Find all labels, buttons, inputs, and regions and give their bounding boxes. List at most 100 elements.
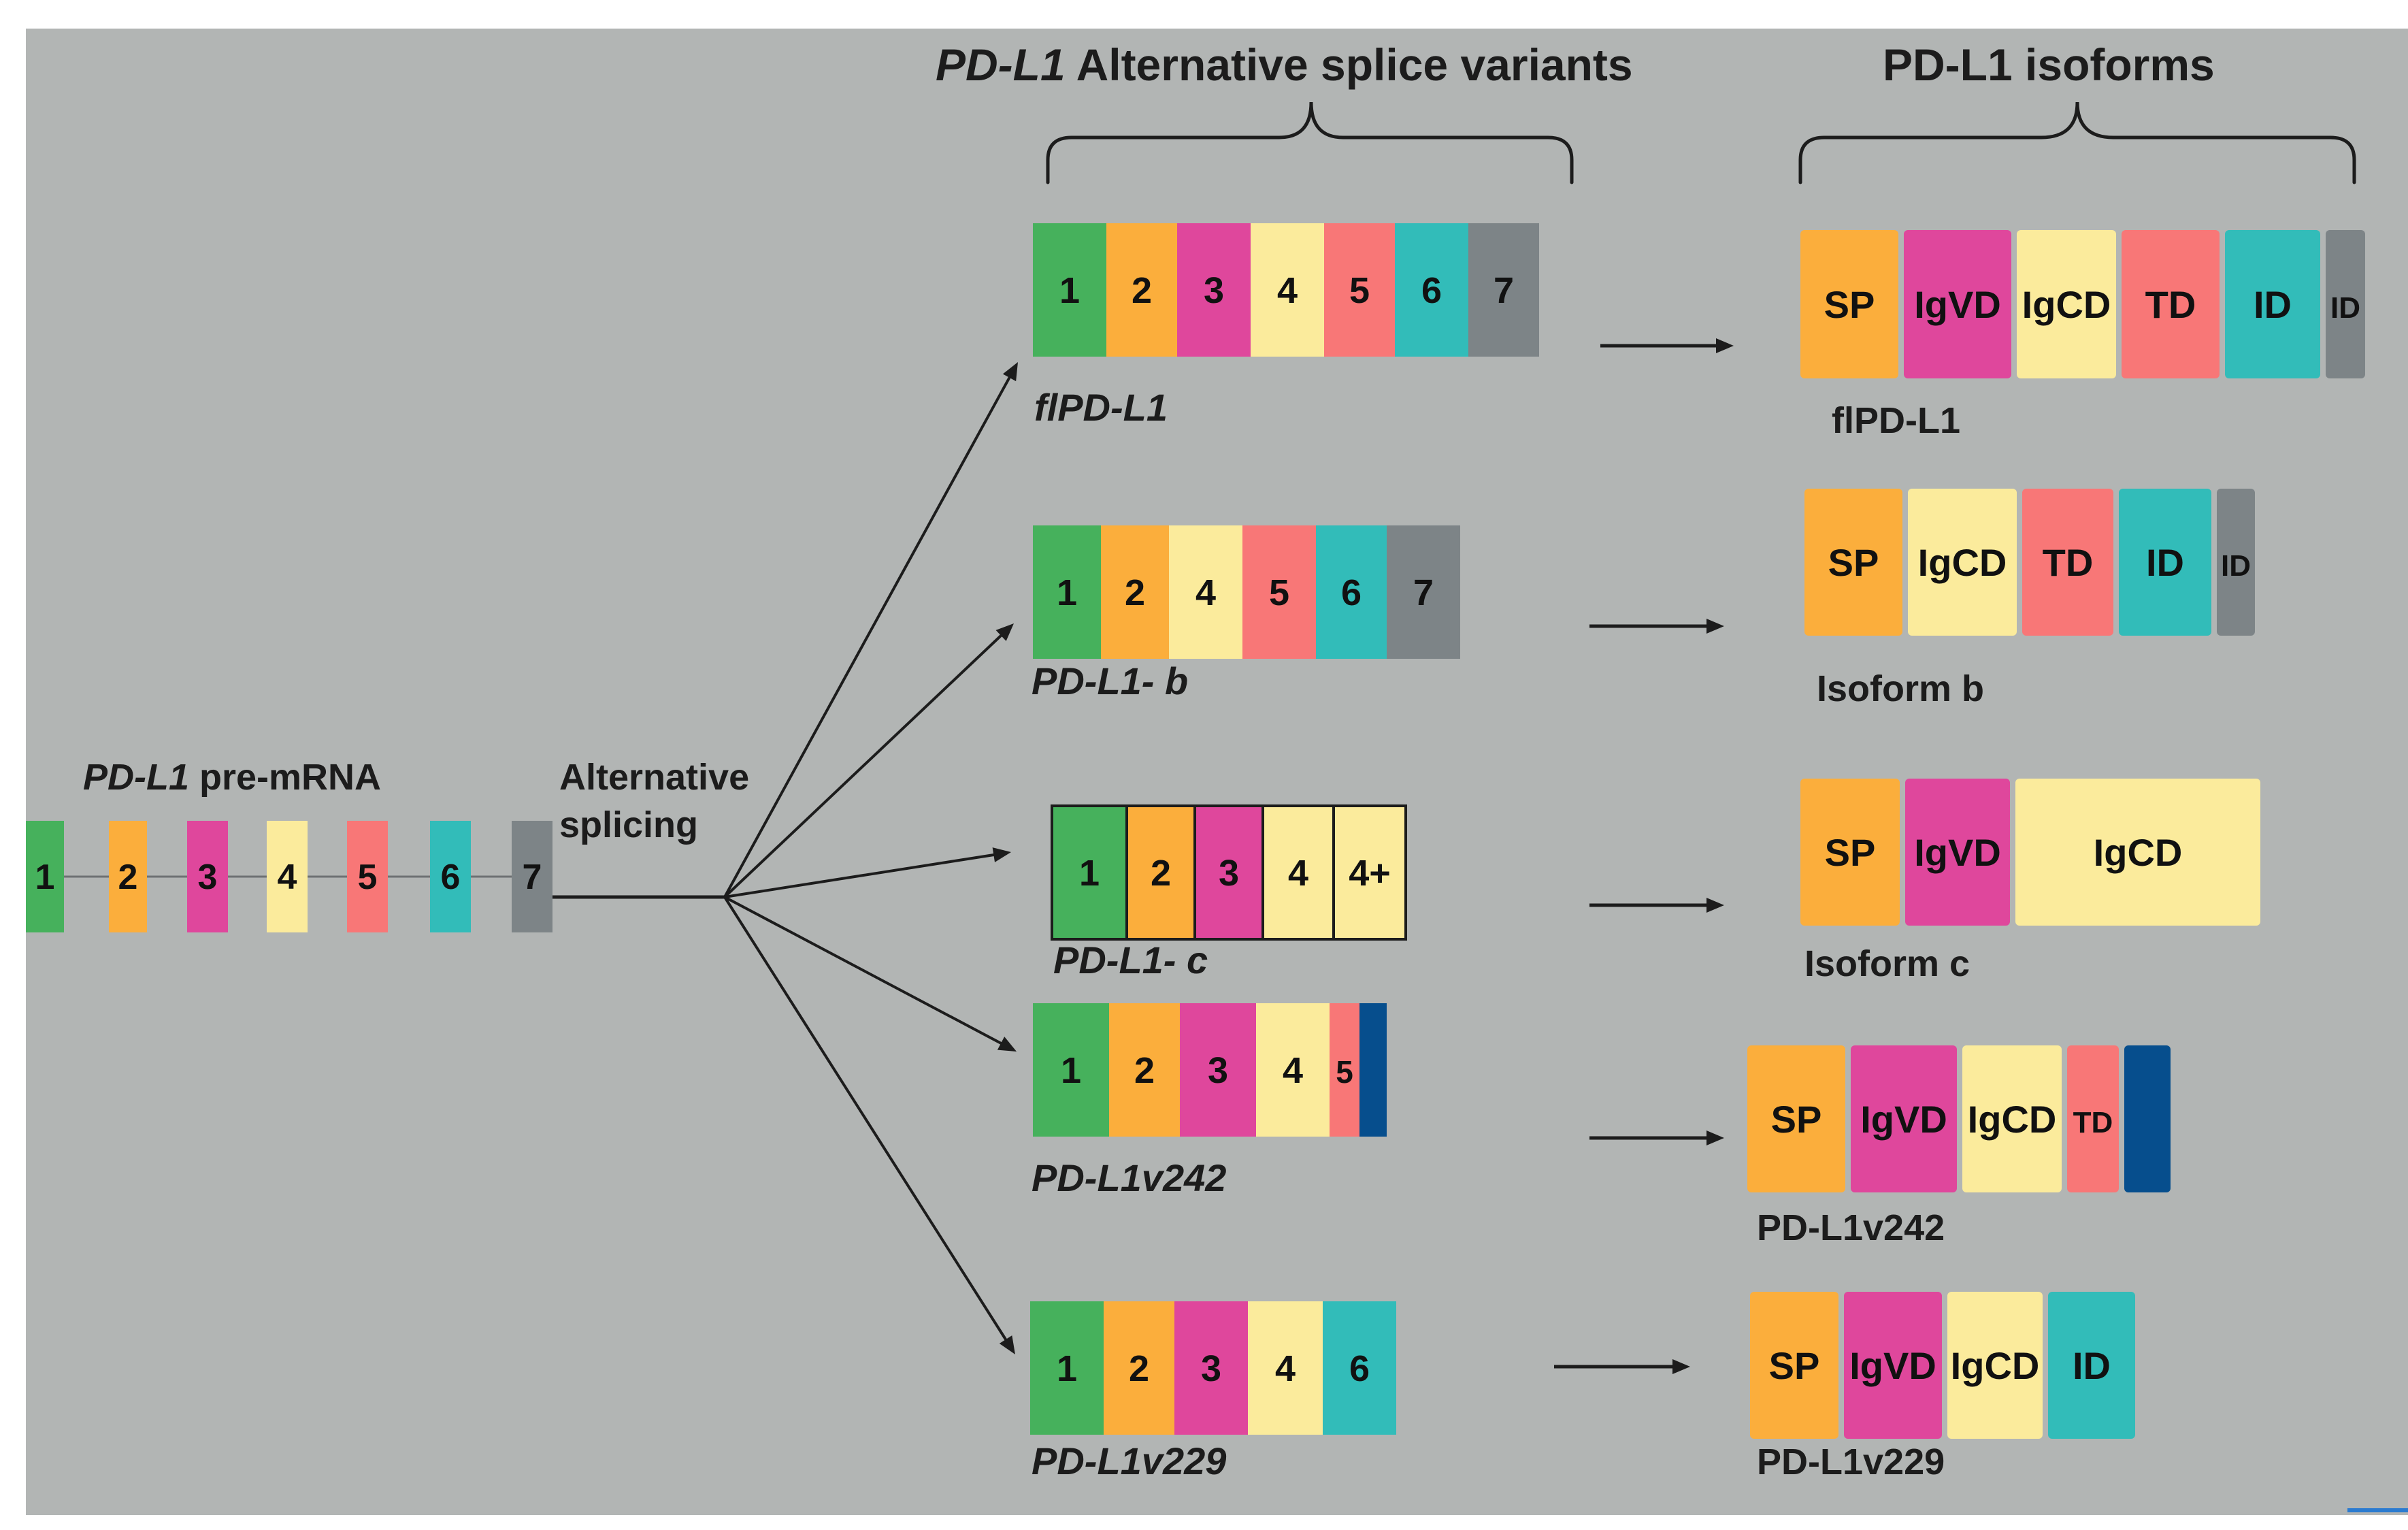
variants-header-gene: PD-L1 — [936, 39, 1066, 90]
isoform-name: PD-L1v242 — [1757, 1207, 1945, 1248]
isoform-domain-label: SP — [1769, 1344, 1820, 1387]
premrna-exon-2 — [109, 821, 147, 932]
isoform-domain-sp — [1747, 1045, 1845, 1192]
premrna-exon-label: 2 — [118, 858, 138, 897]
isoform-domain-td — [2067, 1045, 2119, 1192]
variant-exon-label: 6 — [1341, 572, 1362, 613]
splicing-label-line1: Alternative — [559, 757, 749, 798]
splice-arrow-4-head — [999, 1335, 1015, 1354]
variant-exon-label: 4 — [1283, 1050, 1303, 1091]
isoform-domain-label: IgCD — [1951, 1344, 2040, 1387]
splicing-label-line2: splicing — [559, 804, 698, 845]
premrna-exon-label: 1 — [35, 858, 55, 897]
variant-exon-label: 1 — [1059, 270, 1080, 311]
premrna-rest: pre-mRNA — [189, 757, 381, 798]
isoforms-header: PD-L1 isoforms — [1883, 39, 2215, 90]
variant-exon-label: 6 — [1349, 1348, 1370, 1389]
premrna-exon-label: 3 — [198, 858, 218, 897]
variant-exon-6 — [1316, 525, 1387, 659]
variant-name: flPD-L1 — [1034, 386, 1168, 429]
isoform-domain-label: ID — [2221, 549, 2251, 583]
isoform-domain-label: IgCD — [2022, 283, 2111, 326]
row-arrow-4-head — [1672, 1359, 1690, 1374]
variant-exon-label: 5 — [1336, 1054, 1353, 1090]
variant-exon-4 — [1248, 1301, 1323, 1435]
isoform-domain-igvd — [1904, 230, 2011, 378]
variant-exon-label: 1 — [1061, 1050, 1081, 1091]
isoform-domain-label: ID — [2146, 541, 2184, 584]
variant-exon-label: 7 — [1413, 572, 1434, 613]
isoform-name: Isoform c — [1804, 943, 1970, 984]
variant-exon-label: 3 — [1208, 1050, 1228, 1091]
variant-exon-label: 5 — [1349, 270, 1370, 311]
variant-exon-1 — [1030, 1301, 1104, 1435]
variant-exon-4 — [1261, 804, 1335, 941]
variant-name: PD-L1v242 — [1032, 1156, 1226, 1199]
variant-exon-6 — [1395, 223, 1468, 357]
splice-arrow-0-head — [1002, 362, 1018, 382]
variant-exon-4 — [1256, 1003, 1330, 1137]
variant-exon-label: 3 — [1219, 853, 1239, 894]
variant-exon-label: 4 — [1195, 572, 1216, 613]
variant-exon-label: 2 — [1125, 572, 1145, 613]
splice-arrow-1 — [723, 632, 1005, 898]
splice-arrow-3-head — [997, 1037, 1017, 1052]
isoform-domain-igcd — [1947, 1292, 2043, 1439]
variant-exon-7 — [1387, 525, 1460, 659]
row-arrow-0-head — [1716, 338, 1734, 353]
premrna-exon-label: 4 — [278, 858, 297, 897]
isoform-domain-igvd — [1844, 1292, 1942, 1439]
isoform-domain-igcd — [1908, 489, 2017, 636]
row-arrow-3-head — [1706, 1130, 1724, 1145]
variant-exon-2 — [1106, 223, 1177, 357]
isoform-domain-label: SP — [1825, 831, 1876, 874]
isoform-domain-label: SP — [1828, 541, 1879, 584]
variant-exon-2 — [1101, 525, 1169, 659]
variant-exon-label: 3 — [1201, 1348, 1221, 1389]
variants-header-rest: Alternative splice variants — [1066, 39, 1633, 90]
variant-exon-label: 7 — [1494, 270, 1514, 311]
premrna-exon-label: 7 — [523, 858, 542, 897]
premrna-exon-7 — [512, 821, 552, 932]
isoform-domain-label: IgCD — [1968, 1098, 2057, 1141]
isoform-domain-igcd — [2017, 230, 2116, 378]
isoform-domain-sp — [1804, 489, 1902, 636]
isoform-domain-label: SP — [1824, 283, 1875, 326]
variants-header: PD-L1 Alternative splice variants — [936, 39, 1633, 90]
variant-exon-label: 5 — [1269, 572, 1289, 613]
variant-exon-3 — [1174, 1301, 1248, 1435]
variant-exon-label: 4 — [1277, 270, 1298, 311]
splice-arrow-4 — [723, 896, 1009, 1344]
bottom-right-accent — [2347, 1508, 2408, 1512]
premrna-exon-label: 6 — [441, 858, 461, 897]
variant-exon-1 — [1033, 1003, 1109, 1137]
premrna-exon-1 — [26, 821, 64, 932]
isoform-domain-id — [2217, 489, 2255, 636]
isoform-domain-sp — [1800, 230, 1898, 378]
isoform-domain-label: IgVD — [1914, 831, 2001, 874]
isoform-domain-igcd — [2015, 779, 2260, 926]
variants-brace — [1046, 101, 1574, 184]
isoform-domain-id — [2119, 489, 2211, 636]
variant-exon-label: 2 — [1129, 1348, 1149, 1389]
variant-exon-label: 1 — [1079, 853, 1100, 894]
variant-exon-label: 6 — [1421, 270, 1442, 311]
premrna-exon-4 — [267, 821, 308, 932]
isoform-domain-label: TD — [2073, 1106, 2113, 1139]
isoform-domain-label: TD — [2043, 541, 2094, 584]
isoform-domain-label: ID — [2330, 291, 2360, 325]
variant-name: PD-L1- b — [1032, 660, 1188, 702]
splice-arrow-0 — [723, 373, 1013, 898]
splice-arrows — [723, 362, 1018, 1354]
premrna-gene: PD-L1 — [83, 757, 189, 798]
variant-exon-5 — [1324, 223, 1395, 357]
